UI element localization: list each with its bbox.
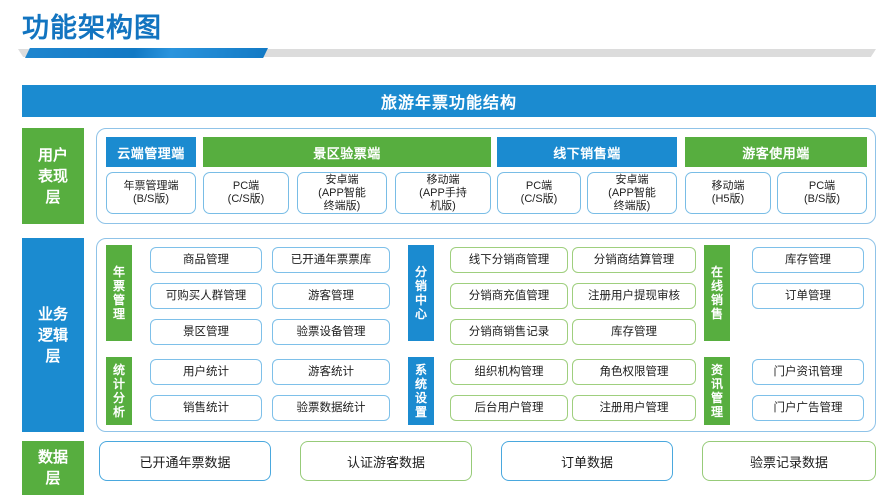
module-item-box[interactable]: 验票数据统计 [272,395,390,421]
data-store-box[interactable]: 认证游客数据 [300,441,472,481]
terminal-box-line: (C/S版) [520,193,558,205]
terminal-box-line: (APP智能 [608,186,656,199]
presentation-group-heading[interactable]: 云端管理端 [106,137,196,167]
data-store-box[interactable]: 验票记录数据 [702,441,876,481]
module-item-box[interactable]: 门户资讯管理 [752,359,864,385]
module-item-box[interactable]: 已开通年票票库 [272,247,390,273]
module-item-box[interactable]: 组织机构管理 [450,359,568,385]
module-label-text: 资讯管理 [710,363,723,419]
terminal-box-line: 年票管理端 [123,180,179,192]
module-item-box[interactable]: 分销商销售记录 [450,319,568,345]
module-label-text: 分销中心 [414,265,427,321]
terminal-box[interactable]: PC端(B/S版) [777,172,867,214]
layer-label-presentation: 用户表现层 [22,128,84,224]
terminal-box[interactable]: 安卓端(APP智能终端版) [587,172,677,214]
terminal-box-line: 机版) [430,199,456,212]
layer-label-business: 业务逻辑层 [22,238,84,432]
terminal-box[interactable]: PC端(C/S版) [203,172,289,214]
banner-title: 旅游年票功能结构 [22,85,876,117]
terminal-box-line: PC端 [525,180,553,192]
terminal-box-line: (APP智能 [318,186,366,199]
module-item-box[interactable]: 订单管理 [752,283,864,309]
module-label[interactable]: 在线销售 [704,245,730,341]
module-item-box[interactable]: 景区管理 [150,319,262,345]
layer-label-data: 数据层 [22,441,84,495]
module-item-box[interactable]: 分销商结算管理 [572,247,696,273]
module-item-box[interactable]: 门户广告管理 [752,395,864,421]
module-item-box[interactable]: 用户统计 [150,359,262,385]
module-item-box[interactable]: 可购买人群管理 [150,283,262,309]
module-item-box[interactable]: 后台用户管理 [450,395,568,421]
terminal-box-line: 移动端 [711,180,745,192]
module-label[interactable]: 资讯管理 [704,357,730,425]
module-item-box[interactable]: 销售统计 [150,395,262,421]
module-label[interactable]: 系统设置 [408,357,434,425]
terminal-box[interactable]: 年票管理端(B/S版) [106,172,196,214]
title-divider [18,48,876,59]
module-item-box[interactable]: 游客统计 [272,359,390,385]
module-item-box[interactable]: 角色权限管理 [572,359,696,385]
terminal-box-line: (APP手持 [419,186,467,199]
module-label[interactable]: 年票管理 [106,245,132,341]
terminal-box-line: 终端版) [323,199,361,212]
page-title: 功能架构图 [22,13,162,43]
terminal-box-line: (B/S版) [132,193,170,205]
layer-label-business-text: 业务逻辑层 [37,305,68,365]
layer-label-presentation-text: 用户表现层 [37,146,68,206]
terminal-box-line: 安卓端 [325,173,359,186]
module-item-box[interactable]: 库存管理 [572,319,696,345]
terminal-box[interactable]: 移动端(APP手持机版) [395,172,491,214]
terminal-box-line: PC端 [808,180,836,192]
layer-label-data-text: 数据层 [37,449,68,487]
presentation-group-heading[interactable]: 线下销售端 [497,137,677,167]
module-label[interactable]: 统计分析 [106,357,132,425]
terminal-box-line: (B/S版) [803,193,841,205]
divider-grey-segment [18,49,876,57]
module-label[interactable]: 分销中心 [408,245,434,341]
module-item-box[interactable]: 注册用户提现审核 [572,283,696,309]
terminal-box[interactable]: PC端(C/S版) [497,172,581,214]
module-item-box[interactable]: 分销商充值管理 [450,283,568,309]
terminal-box[interactable]: 安卓端(APP智能终端版) [297,172,387,214]
terminal-box-line: (C/S版) [227,193,265,205]
module-item-box[interactable]: 线下分销商管理 [450,247,568,273]
presentation-group-heading[interactable]: 游客使用端 [685,137,867,167]
data-store-box[interactable]: 已开通年票数据 [99,441,271,481]
terminal-box-line: 移动端 [426,173,460,186]
module-item-box[interactable]: 注册用户管理 [572,395,696,421]
divider-blue-segment [25,48,268,58]
terminal-box-line: (H5版) [711,193,745,205]
module-label-text: 统计分析 [112,363,125,419]
data-store-box[interactable]: 订单数据 [501,441,673,481]
module-label-text: 在线销售 [710,265,723,321]
module-item-box[interactable]: 游客管理 [272,283,390,309]
terminal-box-line: 终端版) [613,199,651,212]
module-label-text: 系统设置 [414,363,427,419]
terminal-box-line: 安卓端 [615,173,649,186]
module-item-box[interactable]: 库存管理 [752,247,864,273]
module-label-text: 年票管理 [112,265,125,321]
terminal-box-line: PC端 [232,180,260,192]
module-item-box[interactable]: 验票设备管理 [272,319,390,345]
presentation-group-heading[interactable]: 景区验票端 [203,137,491,167]
terminal-box[interactable]: 移动端(H5版) [685,172,771,214]
module-item-box[interactable]: 商品管理 [150,247,262,273]
